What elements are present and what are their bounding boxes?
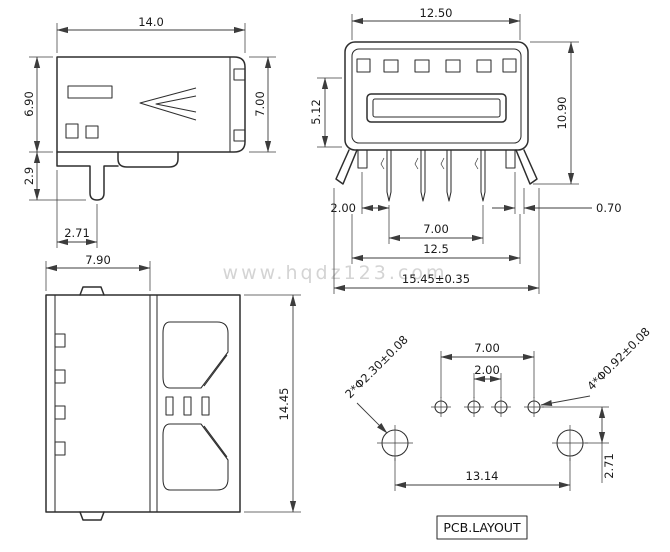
dim-side-body-height: 6.90 [22, 91, 36, 117]
front-contact-window [414, 59, 430, 73]
top-stamp-mark [54, 405, 66, 420]
front-dimple-left [356, 58, 371, 73]
front-shell-outer [344, 41, 529, 151]
front-pin-barb [440, 157, 445, 170]
dim-front-pin-span: 7.00 [423, 222, 449, 236]
leader-line [356, 402, 388, 434]
dim-front-tongue-height: 5.12 [309, 99, 323, 125]
pcb-title-box [436, 515, 528, 540]
side-slot [67, 85, 113, 99]
front-leg-right [515, 149, 538, 185]
side-pin [56, 151, 119, 201]
side-latch-notch-bottom [233, 129, 246, 142]
pcb-pin-hole-label: 4*Φ0.92±0.08 [584, 325, 653, 394]
top-center-bar [201, 396, 210, 416]
dim-front-total-height: 10.90 [555, 97, 569, 130]
view-pcb: 7.00 2.00 13.14 2.71 2*Φ2.30±0.08 4*Φ0.9… [342, 325, 653, 540]
front-dimple-right [502, 58, 517, 73]
dim-side-pin-offset: 2.71 [64, 226, 90, 240]
dim-front-pin-left: 2.00 [330, 201, 356, 215]
dim-front-total-width: 15.45±0.35 [402, 272, 470, 286]
view-front: 12.50 5.12 10.90 2.00 0.70 7.00 12.5 [309, 6, 622, 294]
dim-pcb-pin-span: 7.00 [474, 341, 500, 355]
dim-side-leg-height: 2.9 [22, 167, 36, 185]
watermark-text: www.hqdz123.com [223, 262, 448, 284]
front-contact-window [383, 59, 399, 73]
dim-front-leg-span: 12.5 [423, 242, 449, 256]
top-tab-upper [79, 286, 105, 296]
front-pin-barb [474, 157, 479, 170]
top-contact-upper-edge [203, 354, 228, 387]
front-tongue-outer [366, 93, 507, 123]
view-top: 7.90 14.45 [45, 253, 301, 521]
pcb-title: PCB.LAYOUT [443, 520, 521, 535]
side-spring-clip-outer [139, 87, 197, 121]
front-pin-barb [414, 157, 419, 170]
dim-pcb-pin-pitch: 2.00 [474, 363, 500, 377]
dim-pcb-row-offset: 2.71 [602, 453, 616, 479]
front-contact-window [445, 59, 461, 73]
front-tab-left [357, 149, 368, 169]
dim-pcb-mount-span: 13.14 [466, 469, 499, 483]
top-tab-lower [79, 511, 105, 521]
leader-line [540, 395, 591, 407]
top-center-bar [183, 396, 192, 416]
top-contact-upper [162, 321, 229, 389]
top-body-outline [45, 294, 241, 513]
side-shell-outline [56, 56, 246, 153]
front-contact-window [476, 59, 492, 73]
top-stamp-mark [54, 369, 66, 384]
front-pin [446, 150, 452, 202]
top-stamp-mark [54, 441, 66, 456]
dim-front-pin-right: 0.70 [596, 201, 622, 215]
front-pin-barb [380, 157, 385, 170]
front-shell-inner [351, 48, 522, 144]
front-pin [480, 150, 486, 202]
dim-top-width: 7.90 [85, 253, 111, 267]
dim-side-height: 7.00 [253, 91, 267, 117]
dim-front-top-width: 12.50 [420, 6, 453, 20]
dim-top-height: 14.45 [277, 388, 291, 421]
dim-side-width: 14.0 [138, 15, 164, 29]
pcb-mount-hole-label: 2*Φ2.30±0.08 [342, 333, 411, 402]
front-tab-right [505, 149, 516, 169]
side-latch-notch-top [233, 68, 246, 81]
view-side: 14.0 6.90 2.9 7.00 2.71 [22, 15, 276, 248]
side-spring-clip-inner [155, 95, 197, 113]
top-contact-lower [162, 423, 229, 491]
top-stamp-mark [54, 333, 66, 348]
top-contact-lower-edge [203, 425, 228, 458]
top-center-bar [165, 396, 174, 416]
front-pin [420, 150, 426, 202]
front-tongue-inner [372, 98, 501, 118]
front-pin [386, 150, 392, 202]
side-stamp-mark [85, 125, 99, 139]
side-mount-foot [117, 151, 179, 168]
front-leg-left [335, 149, 358, 185]
side-stamp-mark [65, 123, 79, 139]
